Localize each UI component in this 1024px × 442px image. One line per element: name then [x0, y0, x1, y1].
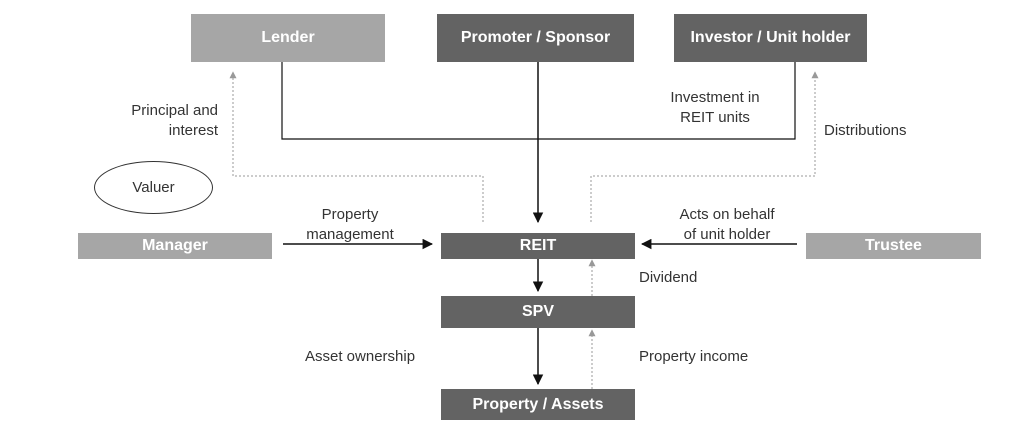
reit-node: REIT [441, 233, 635, 259]
promoter-label: Promoter / Sponsor [460, 29, 611, 46]
reit-label: REIT [519, 237, 557, 254]
distributions-label: Distributions [824, 122, 907, 139]
acts-on-behalf-label: Acts on behalf of unit holder [679, 206, 775, 243]
lender-label: Lender [261, 29, 315, 46]
trustee-node: Trustee [806, 233, 981, 259]
property-management-label: Property management [306, 206, 394, 243]
dividend-label: Dividend [639, 269, 698, 286]
property-label: Property / Assets [472, 395, 604, 413]
investor-node: Investor / Unit holder [674, 14, 867, 62]
trustee-label: Trustee [865, 237, 922, 254]
investment-label: Investment in REIT units [670, 89, 760, 126]
manager-label: Manager [142, 237, 208, 254]
distributions-arrow [590, 71, 819, 222]
spv-node: SPV [441, 296, 635, 328]
property-income-label: Property income [639, 348, 749, 365]
property-node: Property / Assets [441, 389, 635, 420]
investor-label: Investor / Unit holder [690, 29, 851, 46]
principal-interest-arrow [229, 71, 484, 222]
asset-ownership-label: Asset ownership [305, 348, 416, 365]
valuer-label: Valuer [132, 179, 175, 196]
lender-node: Lender [191, 14, 385, 62]
promoter-node: Promoter / Sponsor [437, 14, 634, 62]
spv-label: SPV [521, 303, 554, 320]
manager-node: Manager [78, 233, 272, 259]
principal-interest-label: Principal and interest [131, 102, 218, 139]
valuer-node: Valuer [94, 161, 213, 214]
